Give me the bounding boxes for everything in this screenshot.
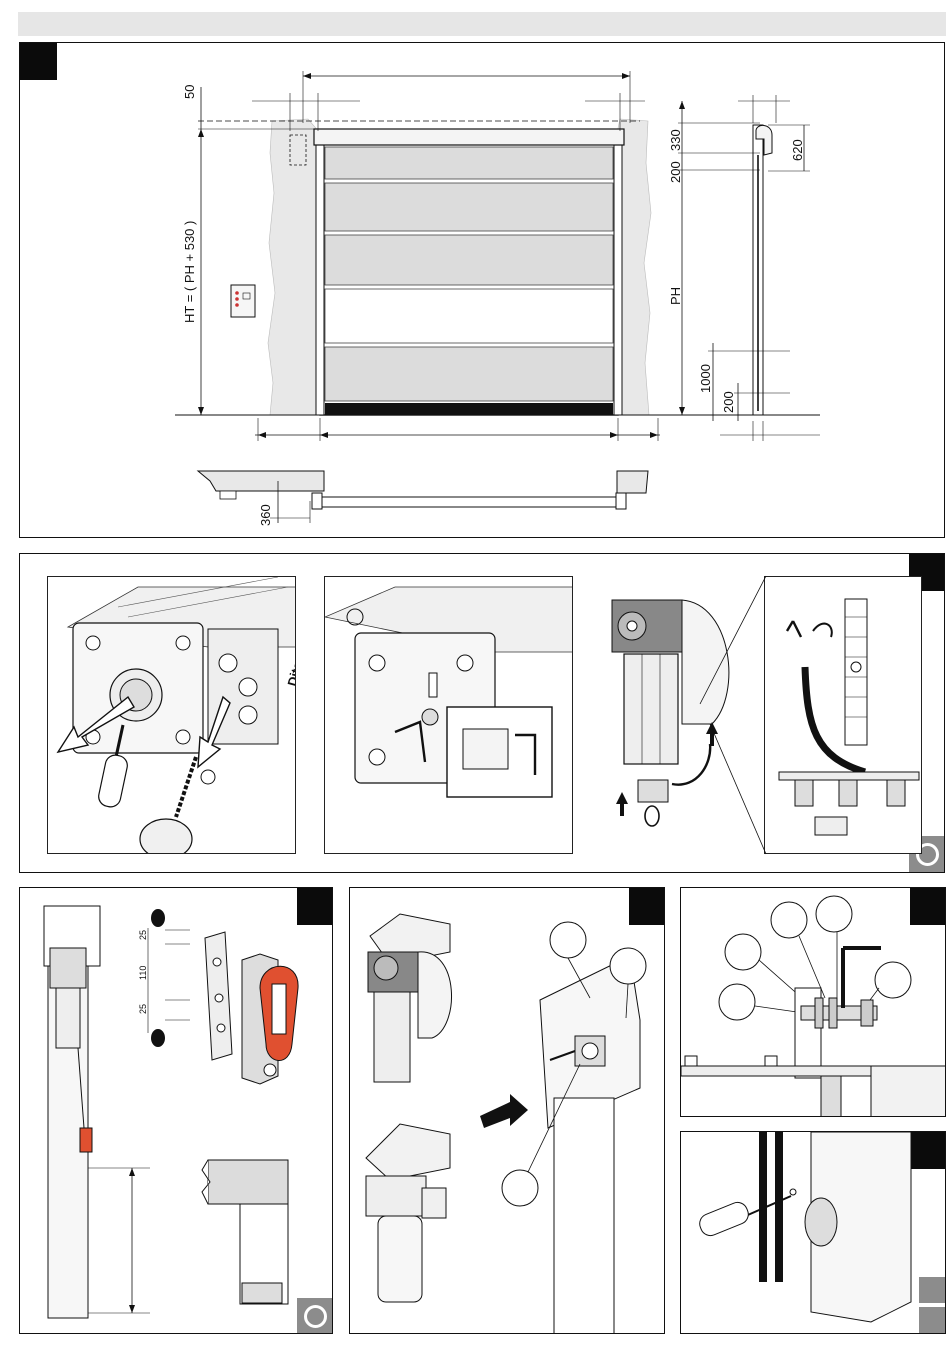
panel-post-screw bbox=[680, 1131, 946, 1334]
bottom-bar bbox=[325, 403, 613, 415]
panel-bolt-assembly bbox=[680, 887, 946, 1117]
brand-label: Dites bbox=[284, 653, 296, 688]
dim-200-top: 200 bbox=[668, 161, 683, 183]
panel-motor-wiring: Dites bbox=[19, 553, 945, 873]
panel-door-dimensions: 50 HT = ( PH + 530 ) 330 200 620 PH 1000… bbox=[19, 42, 945, 538]
callout bbox=[771, 902, 807, 938]
dim-25-top: 25 bbox=[138, 930, 148, 940]
dim-50: 50 bbox=[182, 85, 197, 99]
callout bbox=[725, 934, 761, 970]
detail-motor bbox=[602, 584, 762, 854]
curtain-panel bbox=[325, 289, 613, 343]
detail-remove-cover: Dites bbox=[47, 576, 296, 854]
screwdriver bbox=[697, 1199, 752, 1238]
dim-ph: PH bbox=[668, 287, 683, 305]
callout bbox=[550, 922, 586, 958]
door-elevation-drawing: 50 HT = ( PH + 530 ) 330 200 620 PH 1000… bbox=[20, 43, 945, 538]
wall-left bbox=[268, 119, 320, 415]
drill bbox=[176, 757, 196, 817]
dim-110: 110 bbox=[138, 966, 148, 980]
callout bbox=[719, 984, 755, 1020]
curtain-panel bbox=[325, 235, 613, 285]
dim-ht-formula: HT = ( PH + 530 ) bbox=[182, 221, 197, 323]
curtain-panel bbox=[325, 147, 613, 179]
up-arrow-icon bbox=[616, 792, 628, 816]
lintel-section bbox=[208, 1160, 288, 1204]
handle-small bbox=[80, 1128, 92, 1152]
curtain-panel bbox=[325, 347, 613, 401]
dim-200-bottom: 200 bbox=[721, 391, 736, 413]
callout bbox=[502, 1170, 538, 1206]
detail-wiring bbox=[764, 576, 922, 854]
roller-box bbox=[314, 129, 624, 145]
dim-25-bottom: 25 bbox=[138, 1004, 148, 1014]
header-bar bbox=[18, 12, 946, 36]
callout bbox=[610, 948, 646, 984]
curtain-panel bbox=[325, 183, 613, 231]
dim-360: 360 bbox=[258, 504, 273, 526]
callout bbox=[816, 896, 852, 932]
dim-1000: 1000 bbox=[698, 364, 713, 393]
plan-wall-right bbox=[617, 471, 648, 493]
panel-handle-mounting: 25 110 25 bbox=[19, 887, 333, 1334]
detail-release-screw bbox=[324, 576, 573, 854]
plan-wall-left bbox=[198, 471, 324, 491]
panel-motor-bracket bbox=[349, 887, 665, 1334]
push-arrow-icon bbox=[480, 1094, 528, 1128]
dim-330: 330 bbox=[668, 129, 683, 151]
callout bbox=[875, 962, 911, 998]
control-box bbox=[231, 285, 255, 317]
dim-620: 620 bbox=[790, 139, 805, 161]
plan-rail bbox=[320, 497, 620, 507]
